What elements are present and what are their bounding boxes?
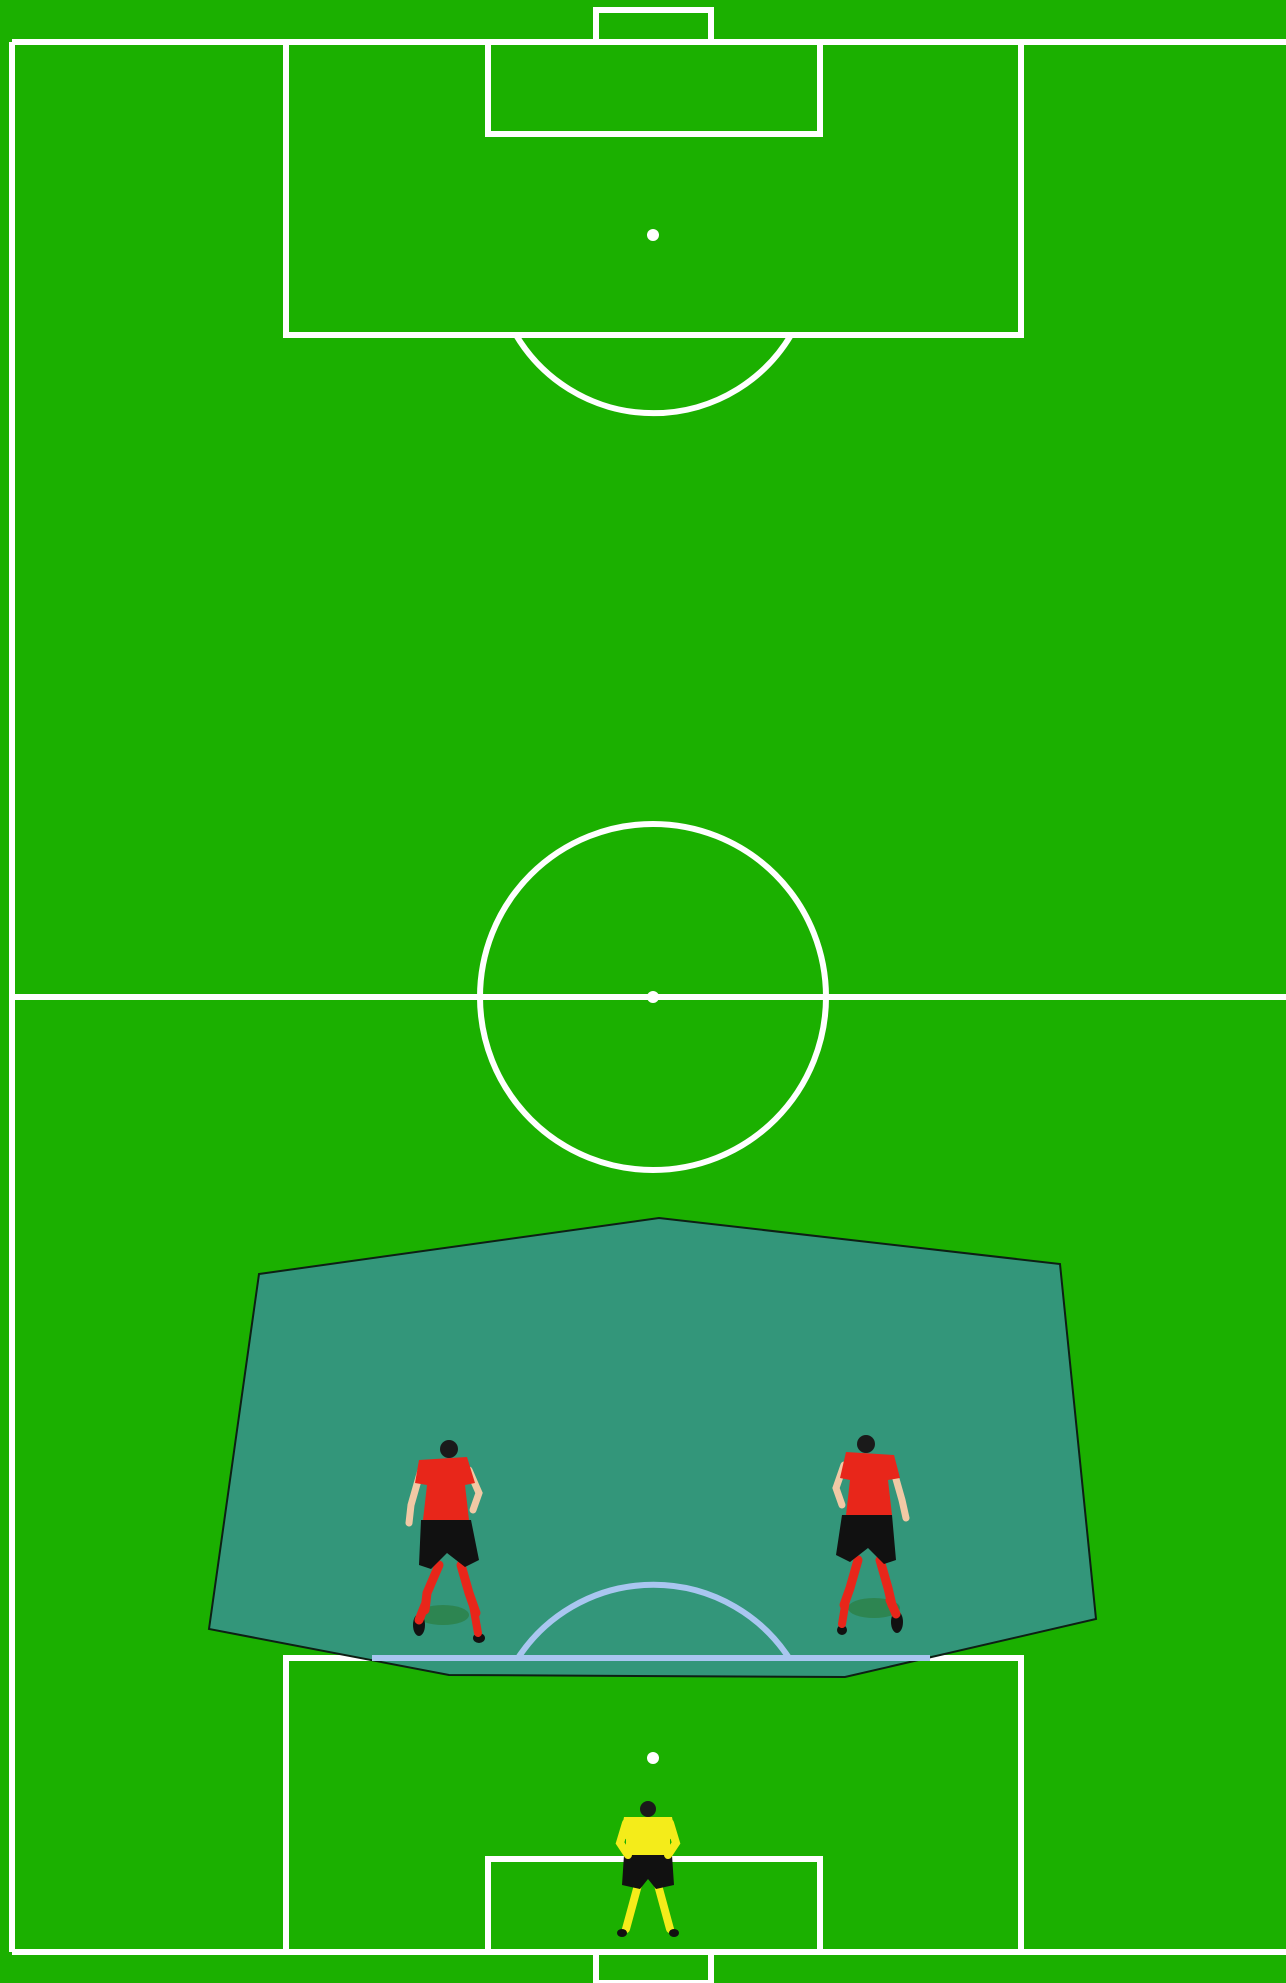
defensive-zone: [209, 1218, 1096, 1677]
player-left-shin: [842, 1600, 846, 1624]
player-head: [440, 1440, 458, 1458]
centre-spot: [647, 991, 659, 1003]
top-penalty-spot: [647, 229, 659, 241]
player-right-shin: [890, 1600, 896, 1614]
player-right-shin: [473, 1605, 478, 1633]
bottom-penalty-spot: [647, 1752, 659, 1764]
player-head: [857, 1435, 875, 1453]
player-head: [640, 1801, 656, 1817]
player-shirt: [620, 1817, 676, 1855]
player-left-shin: [419, 1605, 425, 1620]
player-right-boot: [669, 1929, 679, 1937]
player-left-boot: [617, 1929, 627, 1937]
